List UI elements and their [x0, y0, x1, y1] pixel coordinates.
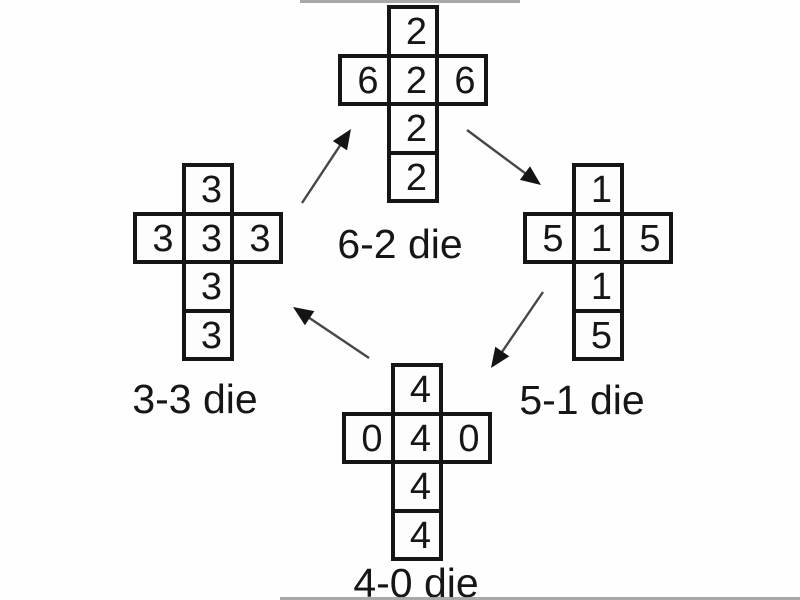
- net-3-3-cell-col-3: 3: [181, 308, 234, 361]
- net-3-3-cell-wing-right: 3: [230, 211, 283, 264]
- net-4-0-cell-wing-right: 0: [439, 411, 492, 464]
- arrow-4-0-to-3-3: [293, 307, 370, 359]
- net-5-1-cell-wing-left: 5: [523, 211, 576, 264]
- net-6-2-cell-col-0: 2: [386, 5, 439, 58]
- net-3-3-cell-wing-left: 3: [133, 211, 186, 264]
- net-5-1-cell-wing-right: 5: [620, 211, 673, 264]
- net-4-0-cell-col-3: 4: [390, 508, 443, 561]
- net-5-1-label: 5-1 die: [519, 377, 645, 423]
- net-3-3-cell-col-1: 3: [181, 211, 234, 264]
- net-5-1-cell-col-1: 1: [571, 211, 624, 264]
- net-4-0-label: 4-0 die: [353, 560, 479, 600]
- net-4-0-cell-col-0: 4: [390, 363, 443, 416]
- net-4-0-cell-wing-left: 0: [342, 411, 395, 464]
- net-6-2-cell-col-2: 2: [386, 102, 439, 155]
- net-4-0-cell-col-1: 4: [390, 411, 443, 464]
- net-6-2-cell-col-3: 2: [386, 150, 439, 203]
- net-3-3-cell-col-0: 3: [181, 163, 234, 216]
- scan-edge-bottom: [280, 597, 800, 600]
- arrow-4-0-to-3-3-head-icon: [293, 307, 315, 326]
- arrow-5-1-to-4-0-head-icon: [491, 346, 510, 368]
- net-3-3-label: 3-3 die: [132, 376, 258, 422]
- net-6-2-cell-col-1: 2: [386, 53, 439, 106]
- arrow-3-3-to-6-2-shaft: [300, 141, 344, 204]
- net-6-2-cell-wing-right: 6: [435, 53, 488, 106]
- arrow-4-0-to-3-3-shaft: [305, 314, 370, 359]
- net-4-0-cell-col-2: 4: [390, 460, 443, 513]
- net-3-3-cell-col-2: 3: [181, 260, 234, 313]
- scan-edge-top: [300, 0, 520, 3]
- net-5-1-cell-col-3: 5: [571, 308, 624, 361]
- net-6-2-cell-wing-left: 6: [338, 53, 391, 106]
- net-6-2-label: 6-2 die: [337, 221, 463, 267]
- net-5-1-cell-col-2: 1: [571, 260, 624, 313]
- net-5-1-cell-col-0: 1: [571, 163, 624, 216]
